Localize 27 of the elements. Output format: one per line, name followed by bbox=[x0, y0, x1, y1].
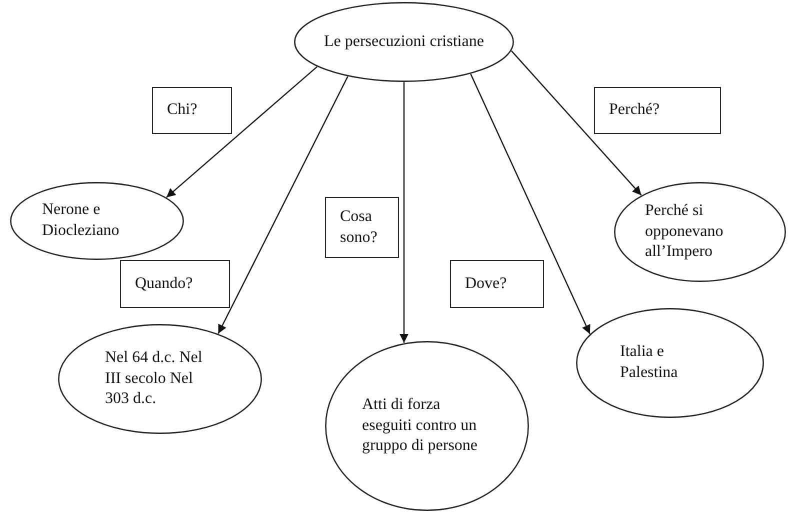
ellipse-node bbox=[325, 341, 529, 511]
ellipse-node bbox=[58, 324, 262, 434]
question-label: Perché? bbox=[609, 100, 660, 120]
node-text: Le persecuzioni cristiane bbox=[324, 32, 484, 52]
ellipse-node bbox=[614, 182, 786, 282]
question-label: Quando? bbox=[135, 274, 193, 294]
question-label: Chi? bbox=[167, 100, 198, 120]
arrow bbox=[166, 66, 318, 198]
question-box bbox=[450, 260, 544, 308]
ellipse-node bbox=[294, 2, 514, 82]
ellipse-node bbox=[576, 308, 764, 418]
question-box bbox=[152, 87, 232, 134]
node-text: Nel 64 d.c. Nel III secolo Nel 303 d.c. bbox=[105, 348, 204, 410]
arrow bbox=[470, 74, 590, 334]
question-label: Cosa sono? bbox=[340, 206, 378, 248]
arrow bbox=[510, 50, 642, 196]
node-text: Perché si opponevano all’Impero bbox=[645, 200, 724, 262]
question-box bbox=[325, 197, 399, 258]
node-text: Italia e Palestina bbox=[620, 342, 679, 383]
node-text: Atti di forza eseguiti contro un gruppo di persone bbox=[362, 394, 479, 456]
arrow bbox=[218, 76, 348, 334]
ellipse-node bbox=[10, 182, 184, 260]
node-text: Nerone e Diocleziano bbox=[42, 200, 120, 241]
question-box bbox=[120, 260, 230, 308]
question-label: Dove? bbox=[465, 274, 507, 294]
arrow bbox=[400, 82, 408, 343]
question-box bbox=[594, 87, 721, 134]
